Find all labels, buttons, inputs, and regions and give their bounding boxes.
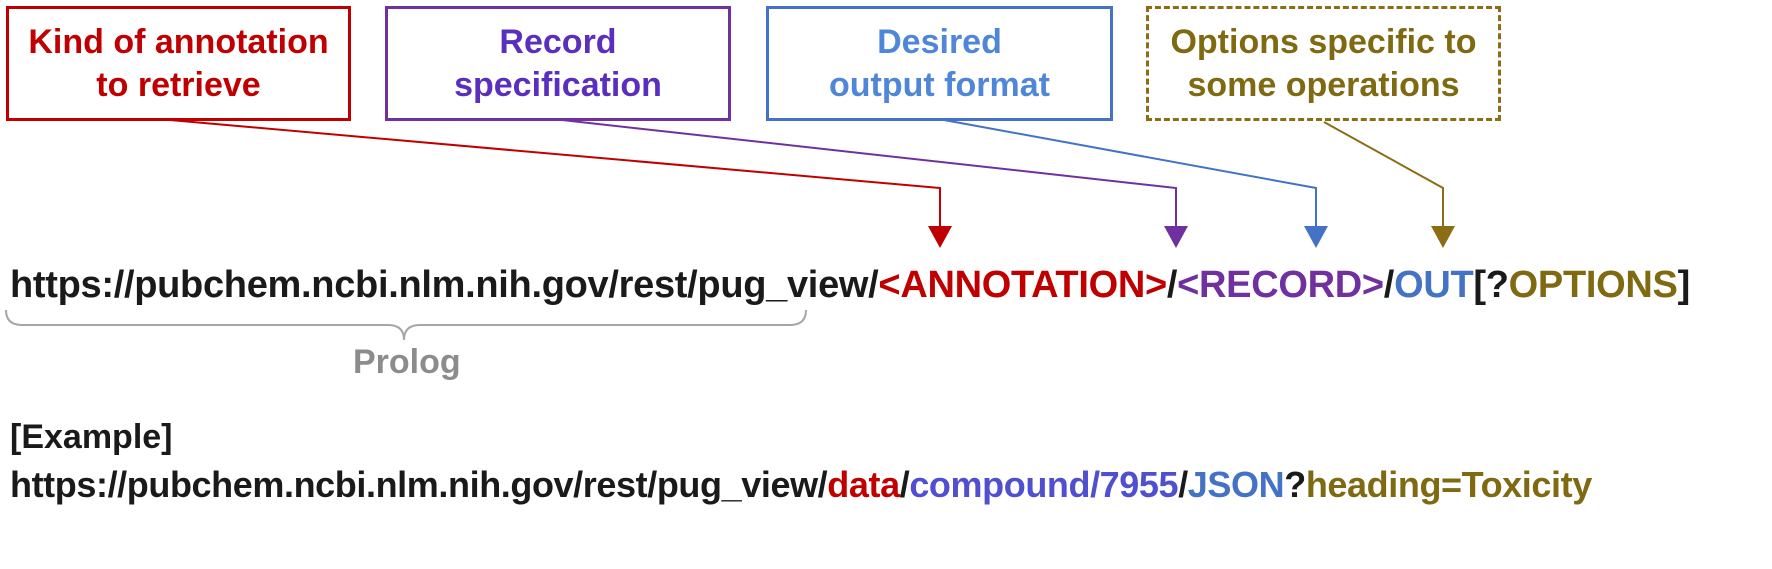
url-bracket-open: [? [1473, 264, 1509, 306]
example-label: [Example] [10, 418, 173, 456]
url-prefix: https://pubchem.ncbi.nlm.nih.gov/rest/pu… [10, 264, 879, 306]
url-annotation: <ANNOTATION> [878, 264, 1167, 306]
example-data: data [827, 464, 900, 505]
url-sep-1: / [1166, 264, 1178, 306]
options-box: Options specific to some operations [1146, 6, 1501, 121]
annotation-arrowhead [928, 226, 952, 248]
url-options: OPTIONS [1508, 264, 1678, 306]
options-connector [1323, 121, 1444, 228]
url-bracket-close: ] [1677, 264, 1691, 306]
example-prefix: https://pubchem.ncbi.nlm.nih.gov/rest/pu… [10, 464, 828, 505]
example-json: JSON [1187, 464, 1285, 505]
example-url: https://pubchem.ncbi.nlm.nih.gov/rest/pu… [10, 464, 1592, 506]
prolog-brace [5, 309, 807, 341]
example-compound: compound/7955 [909, 464, 1179, 505]
output-arrowhead [1304, 226, 1328, 248]
record-connector [561, 119, 1177, 228]
example-heading: heading=Toxicity [1305, 464, 1592, 505]
annotation-connector [169, 119, 941, 228]
url-record: <RECORD> [1177, 264, 1384, 306]
output-connector [943, 119, 1317, 228]
example-question-mark: ? [1284, 464, 1306, 505]
annotation-box: Kind of annotation to retrieve [6, 6, 351, 121]
options-arrowhead [1431, 226, 1455, 248]
output-box: Desired output format [766, 6, 1113, 121]
url-template: https://pubchem.ncbi.nlm.nih.gov/rest/pu… [10, 264, 1690, 307]
example-sep-1: / [899, 464, 910, 505]
record-arrowhead [1164, 226, 1188, 248]
example-sep-2: / [1178, 464, 1188, 505]
prolog-label: Prolog [353, 343, 461, 381]
record-box: Record specification [385, 6, 731, 121]
url-sep-2: / [1383, 264, 1395, 306]
url-out: OUT [1394, 264, 1474, 306]
